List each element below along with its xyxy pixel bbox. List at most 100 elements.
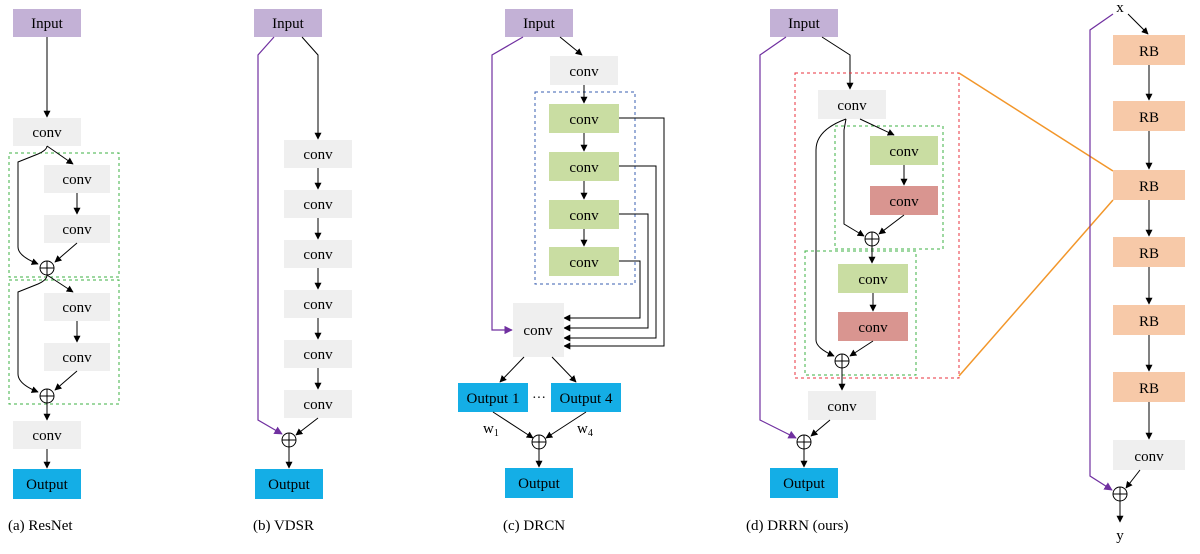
conv-label: conv bbox=[303, 147, 333, 163]
skip-connection bbox=[1089, 13, 1114, 491]
caption-drcn: (c) DRCN bbox=[503, 518, 565, 534]
arrow bbox=[499, 356, 525, 383]
conv-label: conv bbox=[1134, 449, 1164, 465]
output-4-label: Output 4 bbox=[560, 391, 613, 407]
arrow bbox=[54, 370, 78, 391]
conv-box bbox=[513, 303, 564, 357]
arrow bbox=[492, 411, 534, 439]
conv-box bbox=[1113, 440, 1185, 470]
ellipsis: ··· bbox=[532, 391, 546, 406]
rb-label: RB bbox=[1139, 246, 1159, 262]
conv-box bbox=[44, 215, 110, 243]
conv-box bbox=[13, 421, 81, 449]
arrow bbox=[46, 145, 74, 165]
conv-box bbox=[550, 56, 618, 85]
zoom-connector bbox=[958, 199, 1114, 377]
conv-box bbox=[284, 290, 352, 318]
conv-box bbox=[284, 340, 352, 368]
conv-box bbox=[44, 343, 110, 371]
rb-label: RB bbox=[1139, 179, 1159, 195]
caption-vdsr: (b) VDSR bbox=[253, 518, 314, 534]
rb-box bbox=[1113, 237, 1185, 267]
caption-drrn: (d) DRRN (ours) bbox=[746, 518, 849, 534]
arrow bbox=[54, 242, 78, 263]
conv-label: conv bbox=[32, 125, 62, 141]
rb-label: RB bbox=[1139, 44, 1159, 60]
conv-box bbox=[818, 90, 886, 119]
conv-box bbox=[13, 118, 81, 146]
input-label: Input bbox=[788, 16, 820, 32]
caption-resnet: (a) ResNet bbox=[8, 518, 73, 534]
conv-label: conv bbox=[569, 64, 599, 80]
skip-connection bbox=[759, 36, 797, 439]
residual-unit-frame bbox=[834, 125, 944, 250]
output-label: Output bbox=[518, 476, 561, 492]
rb-label: RB bbox=[1139, 381, 1159, 397]
conv-box bbox=[808, 391, 876, 420]
arrow bbox=[859, 118, 895, 136]
conv-label: conv bbox=[858, 320, 888, 336]
input-label: Input bbox=[31, 16, 63, 32]
vdsr-diagram: Input conv conv conv conv conv conv Outp… bbox=[253, 9, 352, 534]
input-label: Input bbox=[523, 16, 555, 32]
zoom-connector bbox=[958, 72, 1114, 172]
arrow bbox=[563, 213, 649, 332]
output-label: Output bbox=[268, 477, 311, 493]
output-4-box bbox=[551, 383, 621, 412]
rb-box bbox=[1113, 305, 1185, 335]
input-box bbox=[254, 9, 322, 37]
arrow bbox=[821, 36, 854, 90]
output-box bbox=[255, 469, 323, 499]
arrow bbox=[563, 260, 641, 322]
conv-box bbox=[284, 140, 352, 168]
skip-connection bbox=[257, 36, 283, 435]
conv-label: conv bbox=[569, 112, 599, 128]
output-box bbox=[770, 468, 838, 498]
arrow bbox=[563, 165, 657, 342]
rb-box bbox=[1113, 372, 1185, 402]
conv-label: conv bbox=[303, 247, 333, 263]
input-label: Input bbox=[272, 16, 304, 32]
arrow bbox=[1125, 469, 1141, 489]
conv-label: conv bbox=[303, 397, 333, 413]
arrow bbox=[551, 356, 577, 383]
conv-label: conv bbox=[303, 197, 333, 213]
arrow bbox=[815, 118, 847, 357]
output-1-label: Output 1 bbox=[467, 391, 520, 407]
output-box bbox=[13, 469, 81, 499]
arrow bbox=[46, 274, 74, 293]
residual-block-frame bbox=[8, 152, 120, 278]
conv-box bbox=[44, 165, 110, 193]
input-box bbox=[505, 9, 573, 37]
residual-block-chain: x RB RB RB RB RB RB conv y bbox=[1089, 0, 1185, 544]
conv-label: conv bbox=[62, 222, 92, 238]
arrow bbox=[17, 145, 48, 265]
input-box bbox=[770, 9, 838, 37]
conv-box bbox=[284, 390, 352, 418]
conv-box bbox=[549, 104, 619, 133]
conv-box bbox=[44, 293, 110, 321]
residual-block-frame bbox=[8, 279, 120, 405]
resnet-diagram: Input conv conv conv conv conv conv Outp… bbox=[8, 9, 120, 534]
conv-label: conv bbox=[62, 172, 92, 188]
skip-connection bbox=[491, 36, 524, 335]
conv-box bbox=[838, 312, 908, 341]
arrow bbox=[849, 340, 874, 357]
conv-label: conv bbox=[523, 323, 553, 339]
output-label: Output bbox=[783, 476, 826, 492]
conv-label: conv bbox=[889, 194, 919, 210]
residual-unit-frame bbox=[804, 250, 917, 376]
x-label: x bbox=[1116, 0, 1124, 16]
rb-label: RB bbox=[1139, 110, 1159, 126]
y-label: y bbox=[1116, 528, 1124, 544]
conv-label: conv bbox=[569, 255, 599, 271]
conv-label: conv bbox=[62, 350, 92, 366]
arrow bbox=[1127, 13, 1149, 35]
conv-label: conv bbox=[858, 272, 888, 288]
conv-box bbox=[870, 186, 938, 215]
rb-box bbox=[1113, 170, 1185, 200]
rb-box bbox=[1113, 101, 1185, 131]
arrow bbox=[563, 117, 665, 350]
arrow bbox=[559, 36, 583, 56]
